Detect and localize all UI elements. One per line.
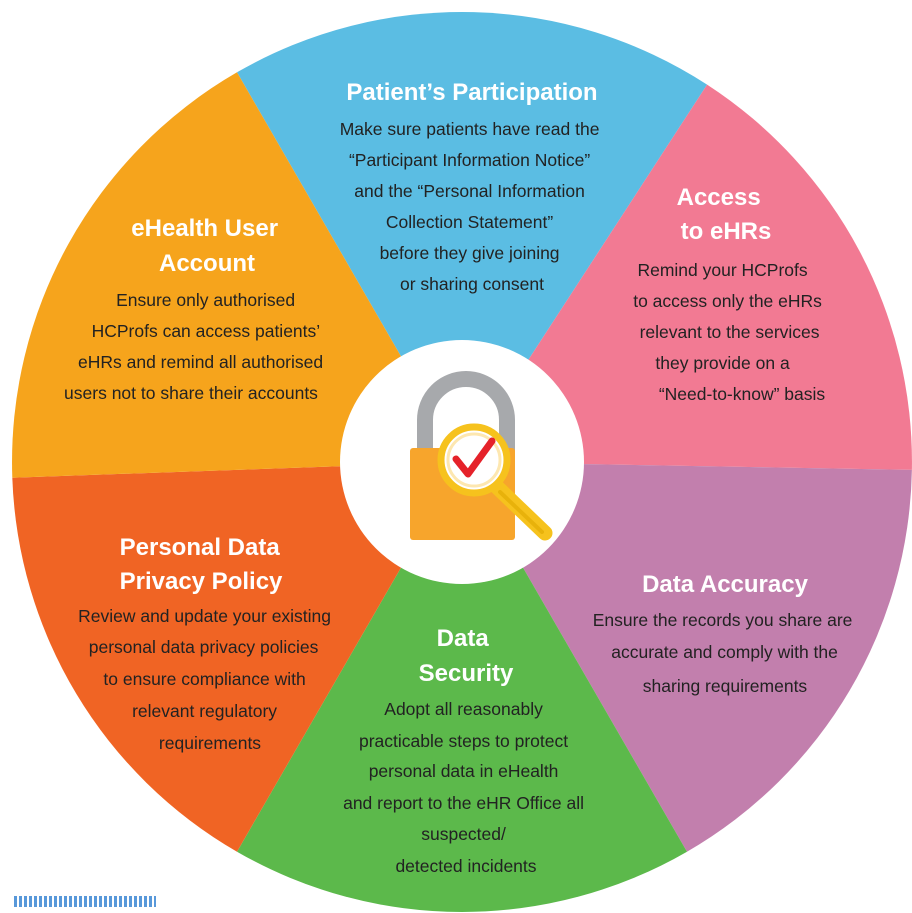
segment-body: Remind your HCProfs to access only the e…: [633, 260, 827, 404]
segment-wedge-ehealth-user-account: [12, 72, 463, 478]
segment-body: Review and update your existing personal…: [78, 606, 336, 753]
segment-title: eHealth User Account: [131, 215, 284, 277]
segment-access-to-ehrs: Access to eHRs Remind your HCProfs to ac…: [633, 184, 827, 404]
segment-wedge-personal-data-privacy-policy: [12, 462, 463, 852]
wheel-segments: [12, 12, 912, 912]
segment-title: Patient’s Participation: [346, 79, 597, 106]
segment-title: Personal Data Privacy Policy: [120, 534, 287, 595]
check-mark-icon: [452, 437, 496, 478]
segment-title: Access to eHRs: [677, 184, 772, 245]
segment-patients-participation: Patient’s Participation Make sure patien…: [340, 79, 605, 294]
padlock-with-magnifier-check-icon: [410, 371, 553, 541]
segment-wedge-data-security: [237, 462, 687, 912]
segment-wedge-patients-participation: [237, 12, 708, 462]
segment-personal-data-privacy-policy: Personal Data Privacy Policy Review and …: [78, 534, 336, 753]
segment-title: Data Accuracy: [642, 571, 809, 598]
segment-wedge-access-to-ehrs: [462, 84, 912, 470]
magnifier-handle-shadow: [498, 490, 544, 534]
segment-body: Ensure only authorised HCProfs can acces…: [64, 290, 328, 403]
lock-shackle: [417, 371, 515, 455]
segment-wedge-data-accuracy: [462, 462, 912, 852]
segment-body: Adopt all reasonably practicable steps t…: [343, 699, 589, 876]
segment-data-accuracy: Data Accuracy Ensure the records you sha…: [593, 571, 858, 696]
segment-title: Data Security: [419, 625, 514, 687]
segment-ehealth-user-account: eHealth User Account Ensure only authori…: [64, 215, 328, 403]
publisher-barcode-mark: [14, 896, 156, 907]
segment-data-security: Data Security Adopt all reasonably pract…: [343, 625, 589, 876]
magnifier-lens-highlight: [446, 432, 502, 488]
segment-body: Make sure patients have read the “Partic…: [340, 119, 605, 294]
segment-body: Ensure the records you share are accurat…: [593, 610, 858, 696]
